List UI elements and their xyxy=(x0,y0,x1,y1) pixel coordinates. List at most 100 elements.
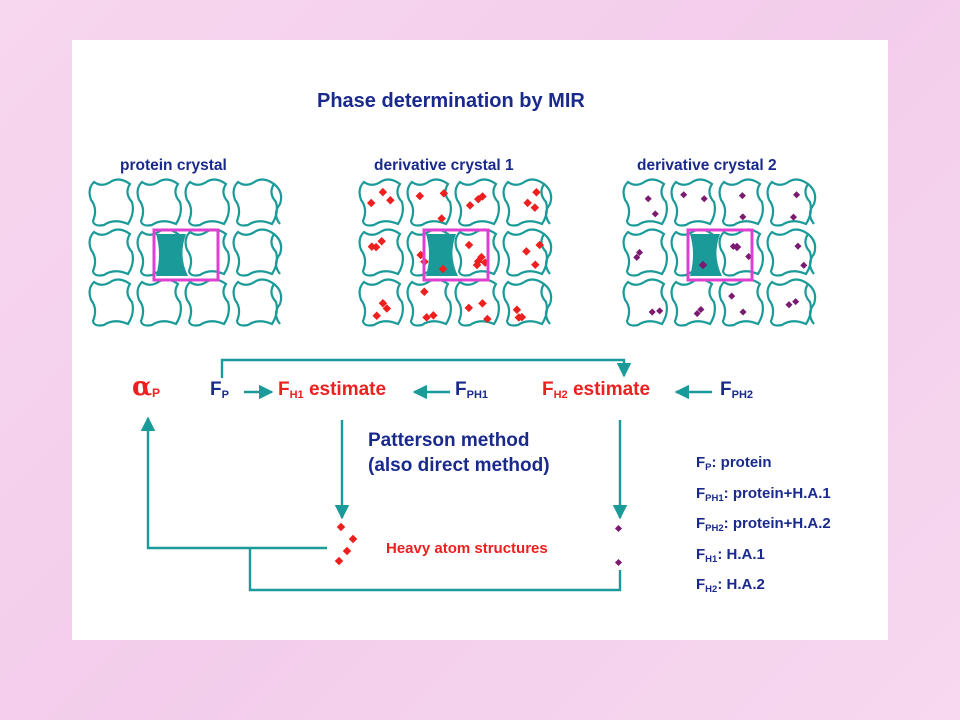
lattice-edge xyxy=(807,283,817,325)
arrow-fp-to-fh2 xyxy=(220,358,632,378)
protein-molecule xyxy=(184,228,230,277)
protein-molecule xyxy=(454,278,500,327)
heavy-atom-dot xyxy=(483,314,492,324)
lattice-edge xyxy=(807,183,817,225)
arrow-heavy-to-alpha xyxy=(140,416,327,550)
heavy-atom-dot xyxy=(371,242,381,252)
protein-molecule xyxy=(502,178,548,227)
fph2-term: FPH2 xyxy=(720,379,754,401)
heavy-atom-dot xyxy=(531,260,540,269)
heavy-atom-dot xyxy=(372,311,381,321)
protein-molecule xyxy=(454,178,500,227)
asymmetric-unit xyxy=(690,234,722,276)
heavy-atom-dot xyxy=(420,287,429,296)
protein-molecule xyxy=(502,278,548,327)
protein-molecule xyxy=(622,228,668,277)
unit-cell-box xyxy=(686,228,754,282)
protein-molecule xyxy=(718,178,764,227)
heavy-atom-dot xyxy=(532,187,541,197)
protein-molecule xyxy=(136,178,182,227)
legend-item: FH1: H.A.1 xyxy=(696,545,765,565)
heavy-atom-dot xyxy=(792,298,800,306)
legend-item: FP: protein xyxy=(696,454,772,473)
heavy-atom-dot xyxy=(785,301,793,309)
heavy-atom-dot xyxy=(789,213,798,221)
protein-crystal-lattice xyxy=(88,178,283,327)
heavy-atom-dot xyxy=(794,242,802,250)
heavy-atom-dot xyxy=(422,313,431,322)
heavy-atom-dot xyxy=(656,307,664,315)
protein-molecule xyxy=(622,178,668,227)
protein-molecule xyxy=(184,278,230,327)
heavy-atom-dot xyxy=(378,298,388,308)
lattice-edge xyxy=(273,233,283,275)
heavy-atom-dot xyxy=(636,248,644,256)
fph1-term: FPH1 xyxy=(455,379,489,401)
method-note: Patterson method (also direct method) xyxy=(368,428,550,478)
derivative-crystal-2-lattice xyxy=(622,178,817,327)
heavy-atom-dot xyxy=(530,203,540,212)
protein-molecule xyxy=(88,178,134,227)
protein-molecule xyxy=(88,278,134,327)
lattice-edge xyxy=(273,283,283,325)
heavy-atom-dot xyxy=(680,191,688,199)
protein-molecule xyxy=(718,228,764,277)
heavy-atom-dot xyxy=(693,310,701,318)
lattice-edge xyxy=(543,233,553,275)
slide: Phase determination by MIR protein cryst… xyxy=(72,40,888,640)
protein-molecule xyxy=(766,228,812,277)
fp-term: FP xyxy=(210,379,229,401)
heavy-atom-dot xyxy=(651,210,659,218)
legend: FP: protein FPH1: protein+H.A.1 FPH2: pr… xyxy=(696,450,831,603)
heavy-atom-dot xyxy=(474,194,483,204)
protein-molecule xyxy=(670,178,716,227)
heavy-atom-dot xyxy=(437,214,446,223)
heavy-atom-dot xyxy=(415,191,425,201)
heavy-atom-dot xyxy=(644,195,652,203)
heavy-atom-dot xyxy=(522,247,531,256)
heavy-atom-dot xyxy=(697,305,705,314)
heavy-atom-dot xyxy=(793,191,801,199)
heavy-atom-dot xyxy=(478,299,487,308)
protein-molecule xyxy=(670,278,716,327)
fh1-estimate-term: FH1 estimate xyxy=(278,379,387,401)
derivative-crystal-1-lattice xyxy=(358,178,553,327)
unit-cell-box xyxy=(152,228,220,282)
heavy-atom-dot xyxy=(382,304,392,313)
heavy-atom-dot xyxy=(698,260,708,270)
protein-molecule xyxy=(184,178,230,227)
heavy-atom-dot xyxy=(366,198,376,208)
heavy-atom-dot xyxy=(648,308,656,316)
protein-molecule xyxy=(718,278,764,327)
diagram-title: Phase determination by MIR xyxy=(317,90,585,112)
alpha-p-symbol: αP xyxy=(132,372,161,402)
heavy-atom-dot xyxy=(512,305,522,314)
protein-molecule xyxy=(358,178,404,227)
legend-item: FPH1: protein+H.A.1 xyxy=(696,484,831,504)
heavy-atom-dot xyxy=(472,260,482,270)
heavy-atom-dot xyxy=(738,192,746,200)
heavy-atom-dots-2 xyxy=(614,524,623,567)
protein-molecule xyxy=(232,278,278,327)
protein-molecule xyxy=(622,278,668,327)
heavy-atom-dot xyxy=(386,195,395,205)
protein-molecule xyxy=(88,228,134,277)
protein-molecule xyxy=(232,228,278,277)
lattice-edge xyxy=(273,183,283,225)
protein-molecule xyxy=(406,178,452,227)
protein-molecule xyxy=(232,178,278,227)
heavy-atom-dot xyxy=(464,303,474,313)
unit-cell-box xyxy=(422,228,490,282)
legend-item: FPH2: protein+H.A.2 xyxy=(696,515,831,534)
heavy-atom-dots-1 xyxy=(334,522,358,566)
heavy-atom-dot xyxy=(728,292,736,300)
heavy-atom-dot xyxy=(377,236,386,246)
protein-molecule xyxy=(358,228,404,277)
mir-diagram xyxy=(88,178,817,592)
asymmetric-unit xyxy=(426,234,458,276)
asymmetric-unit xyxy=(156,234,188,276)
heavy-atom-dot xyxy=(700,195,708,203)
heavy-atom-dot xyxy=(439,189,449,198)
protein-molecule xyxy=(502,228,548,277)
heavy-atom-label: Heavy atom structures xyxy=(386,540,548,557)
